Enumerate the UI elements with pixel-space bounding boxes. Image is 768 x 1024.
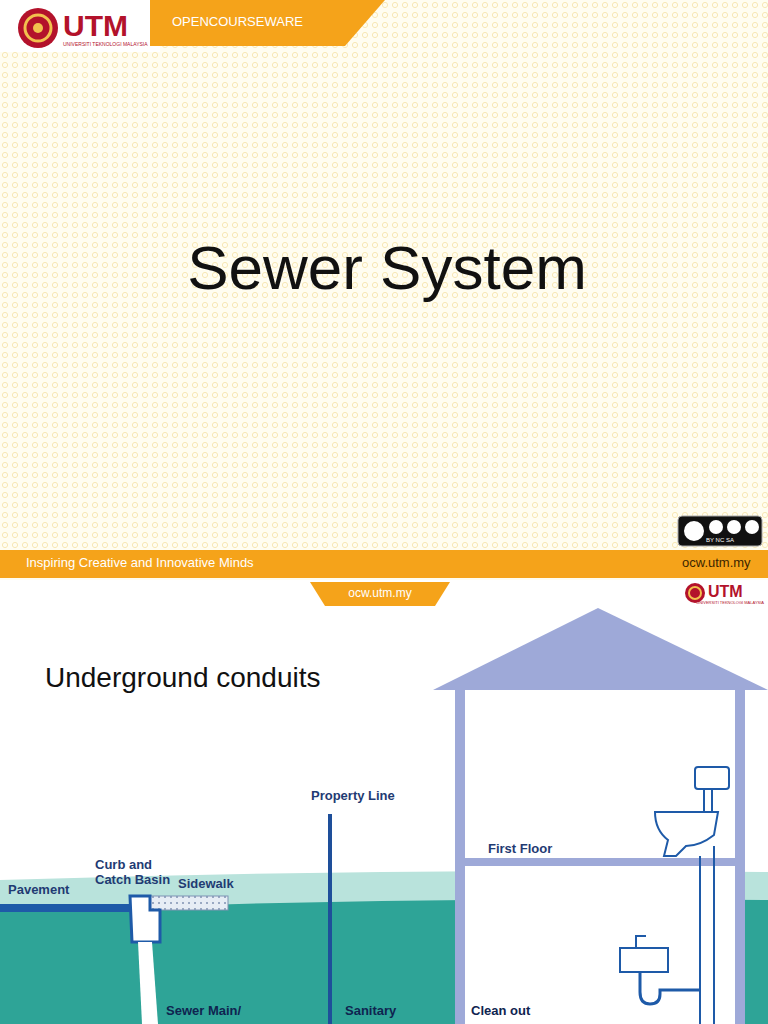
logo-panel xyxy=(0,0,160,52)
by-icon xyxy=(709,520,723,534)
soil-stack xyxy=(700,846,714,1024)
tab-url: ocw.utm.my xyxy=(348,587,411,601)
toilet-neck xyxy=(704,789,712,812)
property-line-label: Property Line xyxy=(311,789,395,804)
sink xyxy=(620,948,668,972)
sink-trap xyxy=(640,972,700,1004)
property-line xyxy=(328,814,332,1024)
roof xyxy=(433,608,768,690)
logo-ring xyxy=(25,15,51,41)
catch-basin xyxy=(130,896,160,942)
toilet-bowl xyxy=(655,812,718,856)
pavement xyxy=(0,904,132,912)
nc-icon xyxy=(727,520,741,534)
sanitary-label: Sanitary xyxy=(345,1004,396,1019)
cc-icon xyxy=(683,520,705,542)
sidewalk-label: Sidewalk xyxy=(178,877,234,892)
license-text: BY NC SA xyxy=(706,537,734,544)
logo-ring xyxy=(689,587,701,599)
footer-bar xyxy=(0,550,768,578)
clean-out-label: Clean out xyxy=(471,1004,530,1019)
wall xyxy=(735,690,745,1024)
header-text: OPENCOURSEWARE xyxy=(172,15,303,30)
faucet xyxy=(636,936,646,948)
sa-icon xyxy=(745,520,759,534)
floor-label: First Floor xyxy=(488,842,552,857)
sewer-main-label: Sewer Main/ xyxy=(166,1004,241,1019)
logo-core xyxy=(33,23,43,33)
toilet-tank xyxy=(695,767,729,789)
wall xyxy=(455,690,465,1024)
pavement-label: Pavement xyxy=(8,883,69,898)
tab xyxy=(310,582,450,606)
logo-crest xyxy=(685,583,705,603)
logo-subtext: UNIVERSITI TEKNOLOGI MALAYSIA xyxy=(696,601,764,606)
footer-slogan: Inspiring Creative and Innovative Minds xyxy=(26,556,254,571)
logo-subtext: UNIVERSITI TEKNOLOGI MALAYSIA xyxy=(63,42,148,48)
slide-ground xyxy=(0,582,768,1024)
sewer-main-pipe xyxy=(138,942,158,1024)
logo-crest xyxy=(18,8,58,48)
logo-text: UTM xyxy=(63,9,128,44)
logo-text: UTM xyxy=(708,583,743,601)
sidewalk xyxy=(150,896,228,910)
cc-badge xyxy=(678,516,762,546)
floor-slab xyxy=(455,858,745,866)
header-band xyxy=(150,0,385,46)
catch-basin-label: Curb and Catch Basin xyxy=(95,858,177,888)
slide-title: Sewer System xyxy=(3,232,768,303)
footer-url: ocw.utm.my xyxy=(682,556,751,571)
slide-heading: Underground conduits xyxy=(45,662,321,694)
